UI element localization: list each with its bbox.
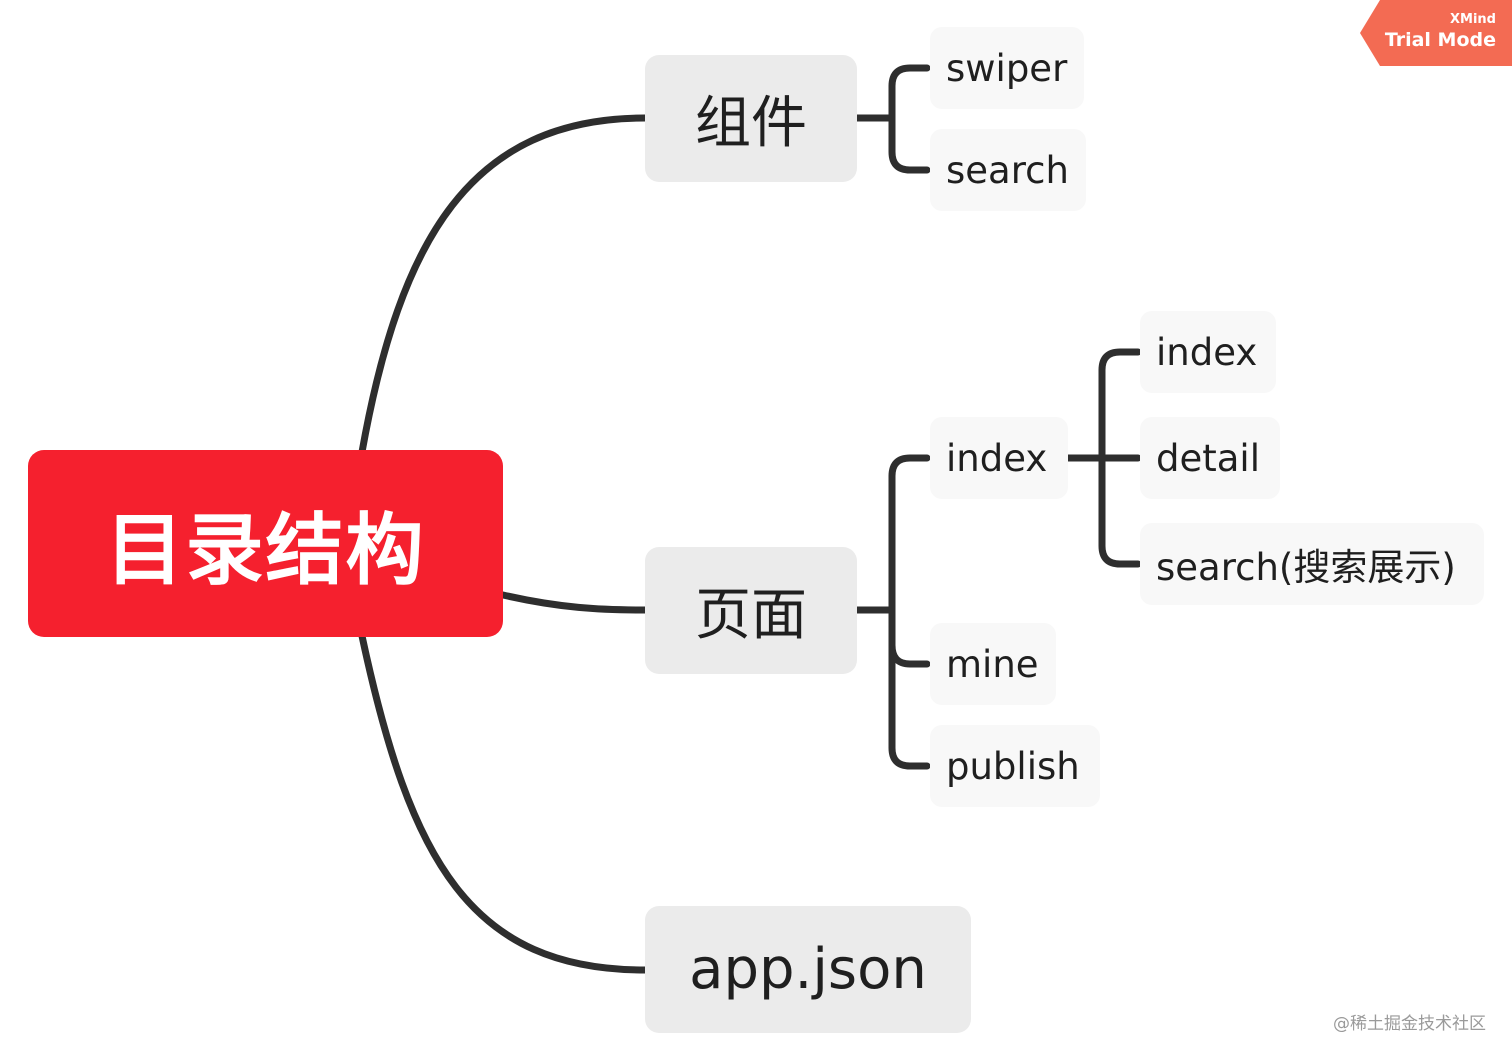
topic-app-json[interactable]: app.json (645, 906, 971, 1033)
subtopic-search-display-label: search(搜索展示) (1156, 546, 1456, 589)
subtopic-pages-index-label: index (946, 436, 1048, 480)
subtopic-swiper-label: swiper (946, 46, 1068, 90)
subtopic-index-index-label: index (1156, 330, 1258, 374)
trial-mode-badge: XMind Trial Mode (1360, 0, 1512, 66)
topic-pages-label: 页面 (695, 583, 807, 648)
root-topic[interactable]: 目录结构 (28, 450, 503, 637)
root-topic-label: 目录结构 (105, 505, 426, 596)
connector-root-components (358, 114, 649, 456)
subtopic-swiper[interactable]: swiper (930, 27, 1084, 109)
topic-app-json-label: app.json (689, 937, 927, 1002)
subtopic-mine[interactable]: mine (930, 623, 1056, 705)
connector-pages-bracket (853, 454, 931, 770)
subtopic-search[interactable]: search (930, 129, 1086, 211)
subtopic-detail-label: detail (1156, 436, 1260, 480)
connector-root-pages (499, 591, 649, 614)
subtopic-search-display[interactable]: search(搜索展示) (1140, 523, 1484, 605)
topic-components-label: 组件 (695, 91, 807, 156)
subtopic-index-index[interactable]: index (1140, 311, 1276, 393)
connector-components-bracket (853, 64, 931, 174)
subtopic-detail[interactable]: detail (1140, 417, 1280, 499)
subtopic-mine-label: mine (946, 642, 1039, 686)
subtopic-publish-label: publish (946, 744, 1080, 788)
subtopic-pages-index[interactable]: index (930, 417, 1068, 499)
badge-mode: Trial Mode (1384, 29, 1496, 51)
topic-components[interactable]: 组件 (645, 55, 857, 182)
badge-brand: XMind (1450, 12, 1496, 27)
badge-background (1360, 0, 1512, 66)
watermark: @稀土掘金技术社区 (1333, 1014, 1486, 1034)
subtopic-search-label: search (946, 148, 1069, 192)
connector-root-appjson (358, 632, 649, 974)
connector-index-bracket (1064, 348, 1142, 568)
subtopic-publish[interactable]: publish (930, 725, 1100, 807)
topic-pages[interactable]: 页面 (645, 547, 857, 674)
